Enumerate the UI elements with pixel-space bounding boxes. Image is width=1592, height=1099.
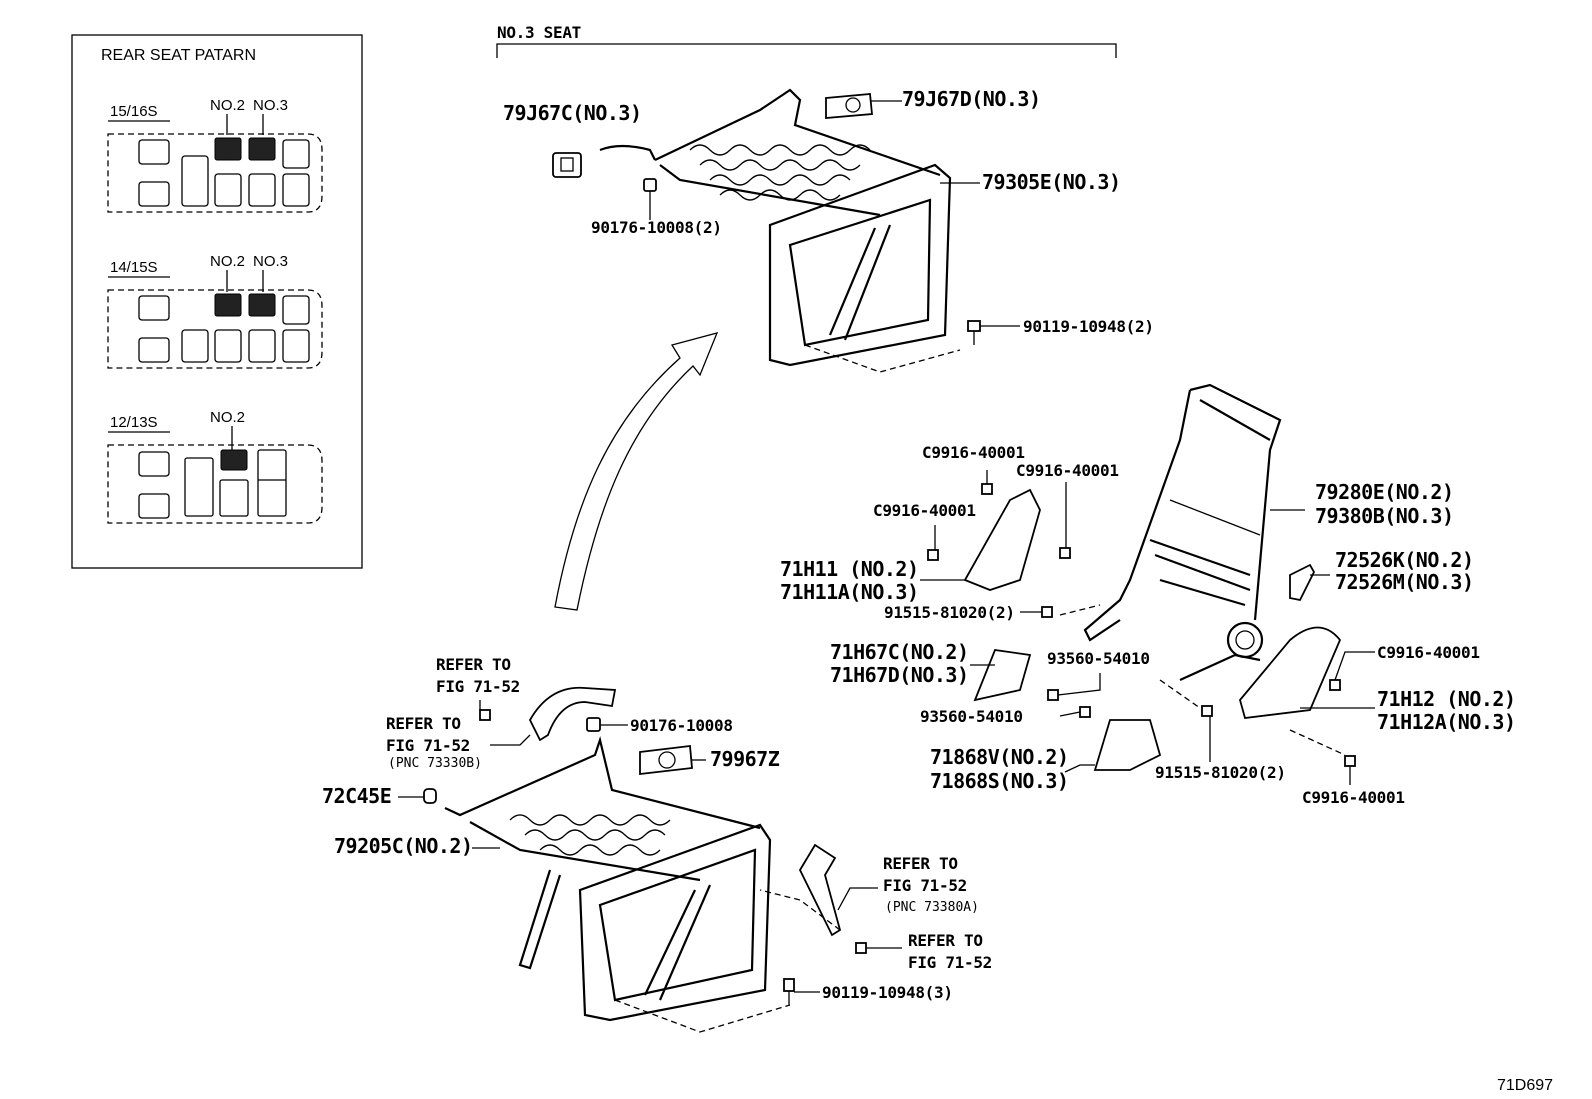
callout-79305e: 79305E(NO.3) xyxy=(982,170,1121,194)
callout-91515-81020-b: 91515-81020(2) xyxy=(1155,763,1286,782)
no2-seat-cushion-frame xyxy=(423,686,867,1033)
vehicle-outline xyxy=(107,289,323,369)
pattern-row-label: 15/16S xyxy=(110,103,158,120)
callout-93560-54010-b: 93560-54010 xyxy=(920,707,1023,726)
callout-93560-54010-a: 93560-54010 xyxy=(1047,649,1150,668)
callout-71868v: 71868V(NO.2) xyxy=(930,745,1069,769)
seat-back-frame xyxy=(927,383,1356,771)
pattern-row-label: 12/13S xyxy=(110,414,158,431)
rear-seat-pattern-box: REAR SEAT PATARN 15/16S NO.2 NO.3 14/15S… xyxy=(71,34,363,569)
callout-refer-a2: FIG 71-52 xyxy=(436,677,520,696)
callout-72526k: 72526K(NO.2) xyxy=(1335,548,1474,572)
callout-91515-81020-a: 91515-81020(2) xyxy=(884,603,1015,622)
callout-c9916-40001-a: C9916-40001 xyxy=(922,443,1025,462)
seat-no2-highlight xyxy=(214,137,242,161)
callout-71h12a: 71H12A(NO.3) xyxy=(1377,710,1516,734)
vehicle-outline xyxy=(107,444,323,524)
callout-90119-10948-3: 90119-10948(3) xyxy=(822,983,953,1002)
no3-seat-cushion-frame xyxy=(552,88,981,373)
seat-no2-highlight xyxy=(214,293,242,317)
callout-c9916-40001-d: C9916-40001 xyxy=(1377,643,1480,662)
no3-seat-header: NO.3 SEAT xyxy=(497,23,581,42)
callout-71h11a: 71H11A(NO.3) xyxy=(780,580,919,604)
callout-72c45e: 72C45E xyxy=(322,784,391,808)
seat-label-no2: NO.2 xyxy=(210,97,245,114)
figure-code: 71D697 xyxy=(1497,1077,1553,1094)
leader-lines xyxy=(398,100,1375,993)
seat-no2-highlight xyxy=(220,449,248,471)
seat-label-no2: NO.2 xyxy=(210,253,245,270)
callout-refer-d2: FIG 71-52 xyxy=(908,953,992,972)
callout-refer-a1: REFER TO xyxy=(436,655,511,674)
callout-refer-c2: FIG 71-52 xyxy=(883,876,967,895)
callout-71h67c: 71H67C(NO.2) xyxy=(830,640,969,664)
assembly-arrow xyxy=(554,332,719,611)
callout-79j67c: 79J67C(NO.3) xyxy=(503,101,642,125)
pattern-row-12-13s: 12/13S NO.2 xyxy=(107,409,323,524)
callout-79280e: 79280E(NO.2) xyxy=(1315,480,1454,504)
callout-72526m: 72526M(NO.3) xyxy=(1335,570,1474,594)
seat-no3-highlight xyxy=(248,137,276,161)
callout-90119-10948-2: 90119-10948(2) xyxy=(1023,317,1154,336)
callout-labels: 79J67C(NO.3) 79J67D(NO.3) 79305E(NO.3) 9… xyxy=(322,87,1516,1002)
callout-71h12: 71H12 (NO.2) xyxy=(1377,687,1516,711)
callout-refer-d1: REFER TO xyxy=(908,931,983,950)
pattern-title: REAR SEAT PATARN xyxy=(101,47,256,64)
callout-79205c: 79205C(NO.2) xyxy=(334,834,473,858)
callout-refer-b1: REFER TO xyxy=(386,714,461,733)
callout-refer-c1: REFER TO xyxy=(883,854,958,873)
callout-71h67d: 71H67D(NO.3) xyxy=(830,663,969,687)
callout-pnc-73380a: (PNC 73380A) xyxy=(885,900,979,915)
callout-79380b: 79380B(NO.3) xyxy=(1315,504,1454,528)
pattern-row-14-15s: 14/15S NO.2 NO.3 xyxy=(107,253,323,369)
pattern-row-label: 14/15S xyxy=(110,259,158,276)
pattern-row-15-16s: 15/16S NO.2 NO.3 xyxy=(107,97,323,213)
vehicle-outline xyxy=(107,133,323,213)
seat-label-no3: NO.3 xyxy=(253,253,288,270)
callout-c9916-40001-e: C9916-40001 xyxy=(1302,788,1405,807)
callout-71868s: 71868S(NO.3) xyxy=(930,769,1069,793)
callout-pnc-73330b: (PNC 73330B) xyxy=(388,756,482,771)
seat-label-no3: NO.3 xyxy=(253,97,288,114)
seat-label-no2: NO.2 xyxy=(210,409,245,426)
callout-79967z: 79967Z xyxy=(710,747,780,771)
callout-refer-b2: FIG 71-52 xyxy=(386,736,470,755)
seat-no3-highlight xyxy=(248,293,276,317)
callout-c9916-40001-c: C9916-40001 xyxy=(873,501,976,520)
no3-seat-bracket: NO.3 SEAT xyxy=(496,23,1117,58)
callout-90176-10008: 90176-10008 xyxy=(630,716,733,735)
callout-c9916-40001-b: C9916-40001 xyxy=(1016,461,1119,480)
callout-90176-10008-2: 90176-10008(2) xyxy=(591,218,722,237)
callout-71h11: 71H11 (NO.2) xyxy=(780,557,919,581)
callout-79j67d: 79J67D(NO.3) xyxy=(902,87,1041,111)
